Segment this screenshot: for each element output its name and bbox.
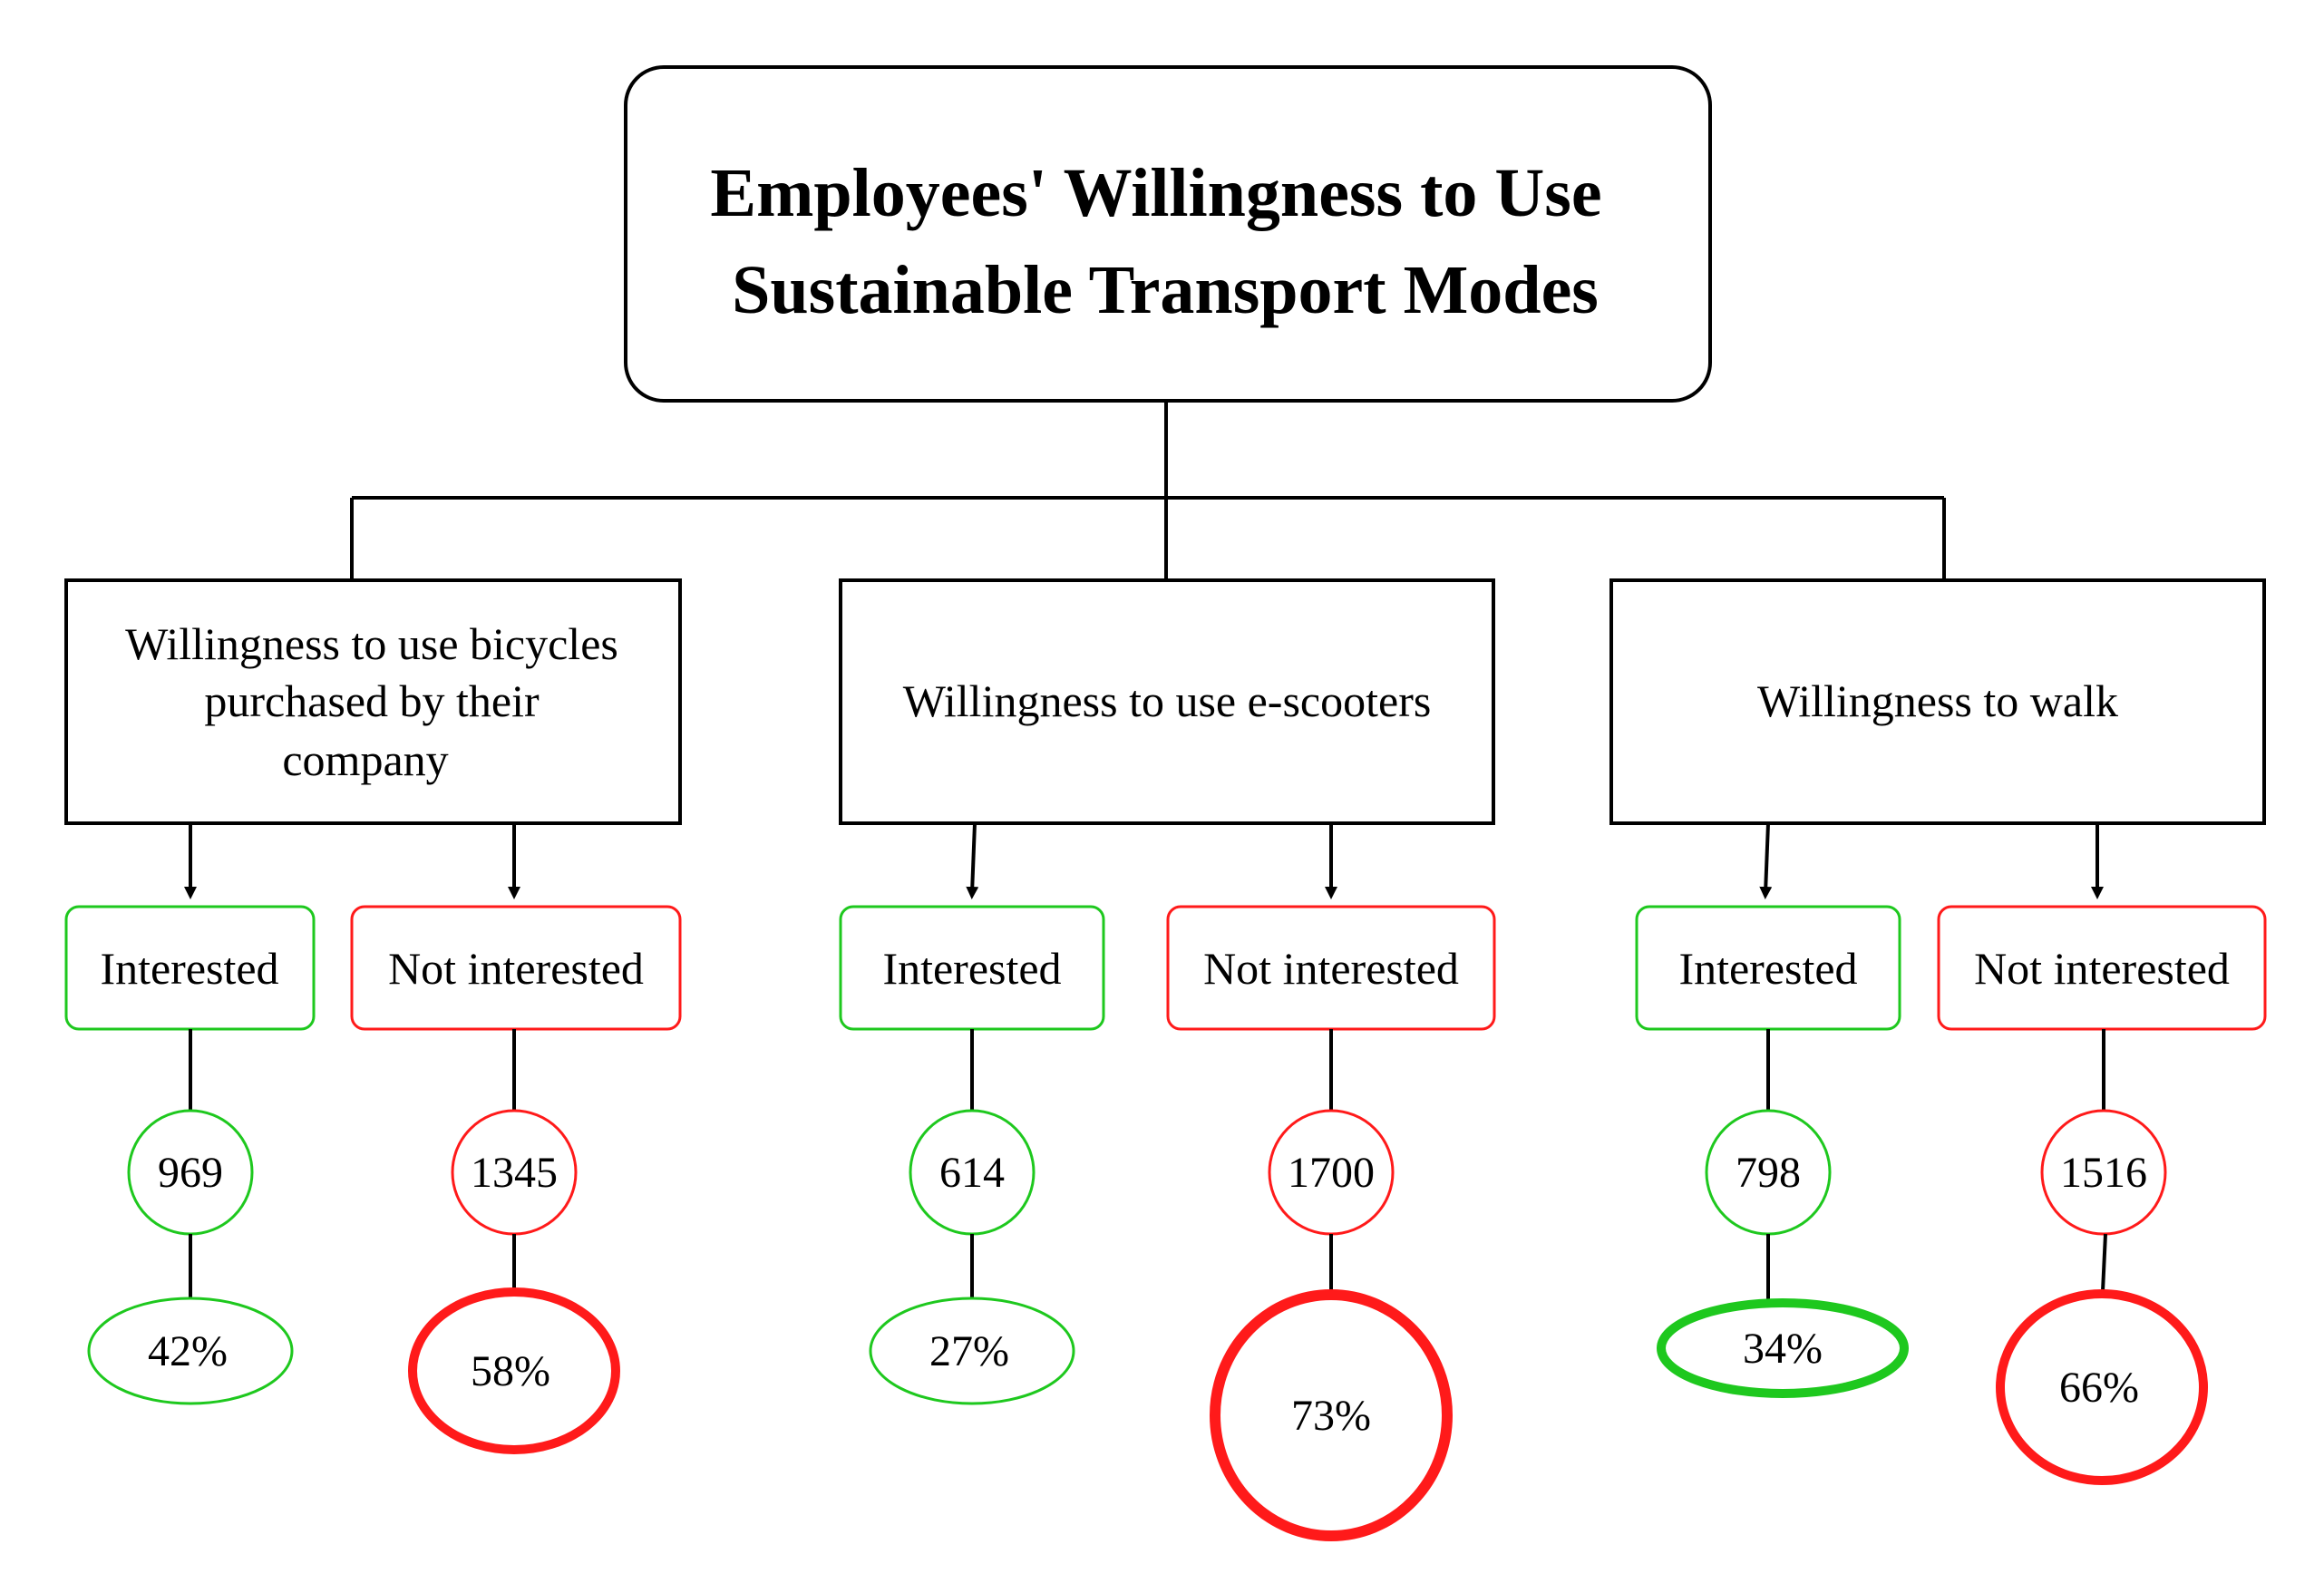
connector xyxy=(2101,1233,2107,1292)
percent-shape-interested xyxy=(869,1297,1075,1405)
count-value: 614 xyxy=(939,1149,1005,1197)
percent-value: 27% xyxy=(929,1327,1009,1375)
percent-value: 73% xyxy=(1291,1392,1371,1440)
percent-shape-interested xyxy=(1657,1298,1909,1398)
response-label: Not interested xyxy=(1974,943,2230,994)
category-box xyxy=(839,578,1495,825)
title-line-2: Sustainable Transport Modes xyxy=(732,252,1599,328)
category-label-line-2: purchased by their xyxy=(204,675,540,726)
percent-shape-not-interested xyxy=(408,1287,620,1454)
percent-value: 58% xyxy=(471,1347,550,1395)
arrow-e-scooters-interested xyxy=(966,822,979,899)
count-nodes: 969 1345 614 1700 798 1516 xyxy=(127,1109,2167,1236)
response-label: Interested xyxy=(1678,943,1857,994)
category-label-line-3: company xyxy=(282,734,448,785)
title-box xyxy=(624,65,1712,403)
category-label-line-1: Willingness to use e-scooters xyxy=(903,675,1432,726)
percent-nodes: 42% 58% 27% 73% 34% 66% xyxy=(87,1287,2208,1541)
count-value: 1700 xyxy=(1288,1149,1375,1197)
category-bicycles: Willingness to use bicycles purchased by… xyxy=(64,578,682,825)
response-nodes: Interested Not interested Interested Not… xyxy=(64,905,2267,1031)
percent-connectors xyxy=(189,1233,2107,1300)
response-label: Interested xyxy=(100,943,278,994)
category-label-line-1: Willingness to walk xyxy=(1757,675,2118,726)
response-label: Interested xyxy=(882,943,1061,994)
response-label: Not interested xyxy=(1203,943,1459,994)
title-node: Employees' Willingness to Use Sustainabl… xyxy=(624,65,1712,403)
count-connectors xyxy=(189,1029,2105,1111)
title-connectors xyxy=(350,401,1946,580)
percent-value: 34% xyxy=(1743,1325,1823,1373)
count-value: 1516 xyxy=(2060,1149,2147,1197)
response-arrows xyxy=(184,822,2104,899)
count-value: 969 xyxy=(158,1149,223,1197)
count-value: 1345 xyxy=(471,1149,558,1197)
category-walk: Willingness to walk xyxy=(1609,578,2266,825)
category-box xyxy=(64,578,682,825)
percent-shape-interested xyxy=(87,1297,294,1405)
category-e-scooters: Willingness to use e-scooters xyxy=(839,578,1495,825)
percent-shape-not-interested xyxy=(1996,1289,2208,1485)
category-box xyxy=(1609,578,2266,825)
arrow-walk-interested xyxy=(1759,822,1773,899)
percent-value: 42% xyxy=(148,1327,228,1375)
count-value: 798 xyxy=(1736,1149,1801,1197)
response-label: Not interested xyxy=(388,943,644,994)
category-label-line-1: Willingness to use bicycles xyxy=(125,618,618,669)
title-line-1: Employees' Willingness to Use xyxy=(710,155,1601,231)
percent-shape-not-interested xyxy=(1210,1289,1453,1541)
percent-value: 66% xyxy=(2059,1364,2139,1412)
